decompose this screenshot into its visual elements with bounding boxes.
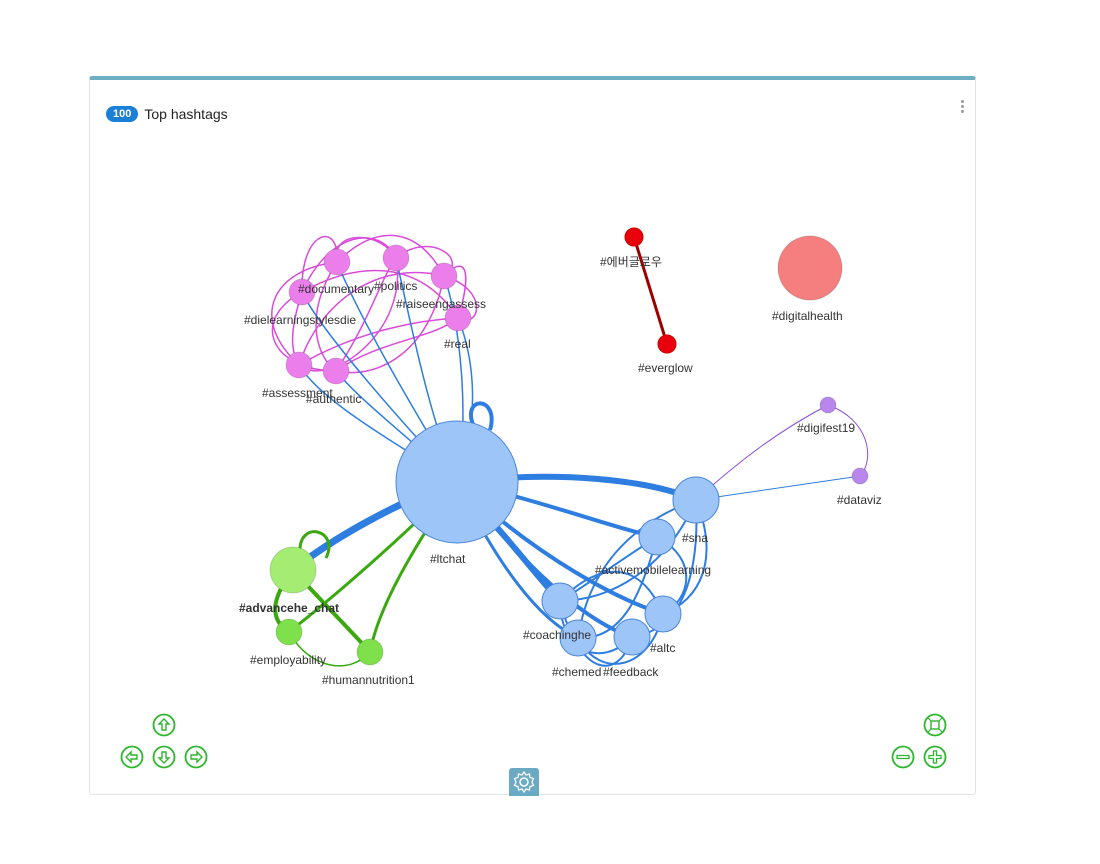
arrow-down-icon[interactable] bbox=[152, 745, 176, 769]
node-employability[interactable] bbox=[275, 618, 303, 646]
node-label-employability: #employability bbox=[250, 653, 326, 667]
count-badge: 100 bbox=[106, 106, 139, 122]
node-label-everglow: #everglow bbox=[638, 361, 693, 375]
node-advancehe_chat[interactable] bbox=[269, 546, 317, 594]
node-label-chemed: #chemed bbox=[552, 665, 601, 679]
node-label-activemobilelearning: #activemobilelearning bbox=[595, 563, 711, 577]
node-digitalhealth[interactable] bbox=[777, 235, 843, 301]
node-assessment[interactable] bbox=[285, 351, 313, 379]
fit-screen-icon[interactable] bbox=[923, 713, 947, 737]
node-feedback[interactable] bbox=[613, 618, 651, 656]
node-label-politics: #politics bbox=[374, 279, 417, 293]
node-label-advancehe_chat: #advancehe_chat bbox=[239, 601, 339, 615]
node-digifest19[interactable] bbox=[819, 396, 837, 414]
node-sna[interactable] bbox=[672, 476, 720, 524]
settings-button[interactable] bbox=[509, 768, 539, 796]
node-label-digifest19: #digifest19 bbox=[797, 421, 855, 435]
node-label-documentary: #documentary bbox=[298, 282, 374, 296]
node-everglow[interactable] bbox=[657, 334, 677, 354]
node-humannutrition1[interactable] bbox=[356, 638, 384, 666]
node-label-coachinghe: #coachinghe bbox=[523, 628, 591, 642]
node-ltchat[interactable] bbox=[395, 420, 519, 544]
node-dielearningstylesdie[interactable] bbox=[288, 278, 316, 306]
node-label-feedback: #feedback bbox=[603, 665, 659, 679]
graph-edges bbox=[271, 234, 869, 667]
node-politics[interactable] bbox=[382, 244, 410, 272]
panel-header: 100 Top hashtags bbox=[106, 106, 228, 122]
node-label-everglow_kr: #에버글로우 bbox=[600, 255, 662, 269]
node-label-dielearningstylesdie: #dielearningstylesdie bbox=[244, 313, 356, 327]
zoom-out-icon[interactable] bbox=[891, 745, 915, 769]
node-label-assessment: #assessment bbox=[262, 386, 333, 400]
node-label-digitalhealth: #digitalhealth bbox=[772, 309, 843, 323]
arrow-right-icon[interactable] bbox=[184, 745, 208, 769]
zoom-in-icon[interactable] bbox=[923, 745, 947, 769]
node-authentic[interactable] bbox=[322, 357, 350, 385]
arrow-up-icon[interactable] bbox=[152, 713, 176, 737]
node-chemed[interactable] bbox=[559, 619, 597, 657]
node-label-ltchat: #ltchat bbox=[430, 552, 466, 566]
node-label-authentic: #authentic bbox=[306, 392, 361, 406]
node-everglow_kr[interactable] bbox=[624, 227, 644, 247]
node-label-humannutrition1: #humannutrition1 bbox=[322, 673, 415, 687]
node-label-altc: #altc bbox=[650, 641, 675, 655]
graph-nodes bbox=[269, 227, 869, 666]
node-altc[interactable] bbox=[644, 595, 682, 633]
arrow-left-icon[interactable] bbox=[120, 745, 144, 769]
panel-title: Top hashtags bbox=[144, 106, 228, 122]
node-coachinghe[interactable] bbox=[541, 582, 579, 620]
node-label-dataviz: #dataviz bbox=[837, 493, 882, 507]
node-label-sna: #sna bbox=[682, 531, 708, 545]
node-dataviz[interactable] bbox=[851, 467, 869, 485]
more-options-icon[interactable] bbox=[959, 100, 965, 116]
node-documentary[interactable] bbox=[323, 248, 351, 276]
node-raiseengassess[interactable] bbox=[430, 262, 458, 290]
graph-labels: #ltchat #documentary#politics #raiseengass… bbox=[239, 255, 882, 687]
node-real[interactable] bbox=[444, 304, 472, 332]
gear-icon bbox=[513, 770, 535, 794]
hashtag-graph-panel: 100 Top hashtags bbox=[89, 76, 976, 795]
node-label-raiseengassess: #raiseengassess bbox=[396, 297, 486, 311]
node-label-real: #real bbox=[444, 337, 471, 351]
node-activemobilelearning[interactable] bbox=[638, 518, 676, 556]
